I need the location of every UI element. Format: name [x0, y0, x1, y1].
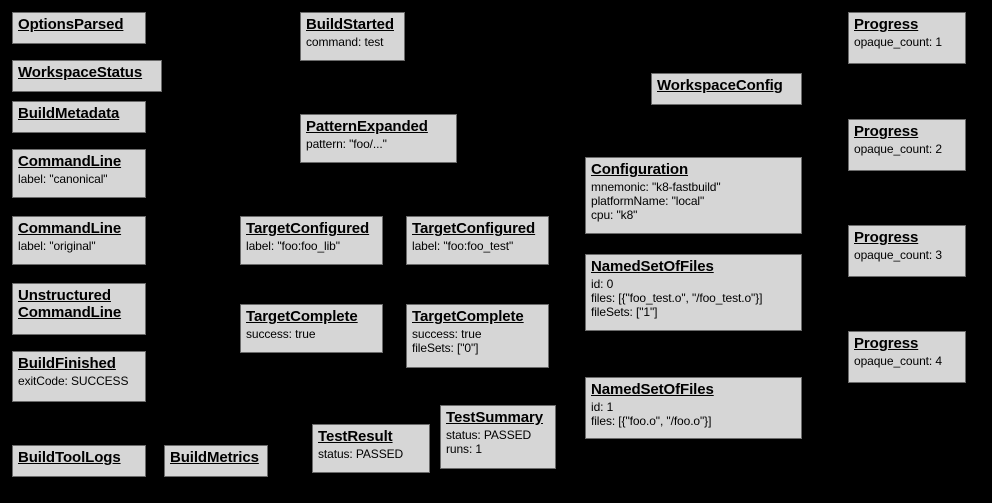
graph-node[interactable]: Progress opaque_count: 3: [848, 225, 966, 277]
node-attribute-line: opaque_count: 3: [854, 248, 942, 262]
node-title: TargetConfigured: [412, 220, 536, 237]
graph-node[interactable]: BuildStarted command: test: [300, 12, 405, 61]
node-attributes: label: "original": [18, 239, 140, 253]
graph-node[interactable]: WorkspaceConfig: [651, 73, 802, 105]
node-title: TestResult: [318, 428, 393, 445]
graph-node[interactable]: WorkspaceStatus: [12, 60, 162, 92]
node-attributes: opaque_count: 2: [854, 142, 960, 156]
graph-node[interactable]: Progress opaque_count: 1: [848, 12, 966, 64]
node-title: Configuration: [591, 161, 689, 178]
node-title: BuildMetrics: [170, 449, 259, 466]
node-title: Unstructured CommandLine: [18, 287, 122, 321]
node-attribute-line: fileSets: ["1"]: [591, 305, 658, 319]
node-attribute-line: mnemonic: "k8-fastbuild": [591, 180, 721, 194]
node-attribute-line: files: [{"foo_test.o", "/foo_test.o"}]: [591, 291, 763, 305]
node-attributes: label: "foo:foo_lib": [246, 239, 377, 253]
graph-node[interactable]: BuildMetrics: [164, 445, 268, 477]
graph-node[interactable]: TargetConfigured label: "foo:foo_lib": [240, 216, 383, 265]
node-title: TargetComplete: [246, 308, 358, 325]
node-attribute-line: status: PASSED: [446, 428, 532, 442]
node-title: NamedSetOfFiles: [591, 258, 714, 275]
node-attributes: pattern: "foo/...": [306, 137, 451, 151]
node-attribute-line: success: true: [412, 327, 482, 341]
node-attributes: label: "foo:foo_test": [412, 239, 543, 253]
node-title: BuildMetadata: [18, 105, 120, 122]
node-attributes: success: true: [246, 327, 377, 341]
node-title: BuildStarted: [306, 16, 394, 33]
graph-node[interactable]: TargetConfigured label: "foo:foo_test": [406, 216, 549, 265]
graph-node[interactable]: CommandLine label: "canonical": [12, 149, 146, 198]
node-title: TestSummary: [446, 409, 543, 426]
graph-node[interactable]: OptionsParsed: [12, 12, 146, 44]
node-title: CommandLine: [18, 220, 122, 237]
graph-node[interactable]: Progress opaque_count: 4: [848, 331, 966, 383]
node-attribute-line: id: 1: [591, 400, 614, 414]
node-title: CommandLine: [18, 153, 122, 170]
node-title: Progress: [854, 229, 919, 246]
node-title: Progress: [854, 16, 919, 33]
graph-node[interactable]: Configuration mnemonic: "k8-fastbuild"pla…: [585, 157, 802, 234]
graph-node[interactable]: CommandLine label: "original": [12, 216, 146, 265]
node-attribute-line: fileSets: ["0"]: [412, 341, 479, 355]
node-title: BuildToolLogs: [18, 449, 121, 466]
node-attribute-line: status: PASSED: [318, 447, 404, 461]
node-attribute-line: label: "canonical": [18, 172, 108, 186]
node-title: Progress: [854, 123, 919, 140]
node-attribute-line: platformName: "local": [591, 194, 705, 208]
node-attribute-line: cpu: "k8": [591, 208, 638, 222]
graph-node[interactable]: TestResult status: PASSED: [312, 424, 430, 473]
node-attribute-line: opaque_count: 4: [854, 354, 942, 368]
node-title: Progress: [854, 335, 919, 352]
node-attribute-line: label: "original": [18, 239, 96, 253]
node-title: TargetComplete: [412, 308, 524, 325]
graph-node[interactable]: Progress opaque_count: 2: [848, 119, 966, 171]
node-attribute-line: label: "foo:foo_lib": [246, 239, 340, 253]
node-attributes: opaque_count: 4: [854, 354, 960, 368]
node-attributes: command: test: [306, 35, 399, 49]
node-attributes: exitCode: SUCCESS: [18, 374, 140, 388]
node-attribute-line: opaque_count: 2: [854, 142, 942, 156]
node-attribute-line: pattern: "foo/...": [306, 137, 387, 151]
node-title: WorkspaceStatus: [18, 64, 143, 81]
node-attribute-line: exitCode: SUCCESS: [18, 374, 129, 388]
graph-node[interactable]: Unstructured CommandLine: [12, 283, 146, 335]
node-attribute-line: success: true: [246, 327, 316, 341]
graph-node[interactable]: BuildFinished exitCode: SUCCESS: [12, 351, 146, 402]
graph-node[interactable]: TargetComplete success: true: [240, 304, 383, 353]
node-title: PatternExpanded: [306, 118, 428, 135]
node-attributes: opaque_count: 3: [854, 248, 960, 262]
node-title: BuildFinished: [18, 355, 116, 372]
node-attributes: mnemonic: "k8-fastbuild"platformName: "l…: [591, 180, 796, 222]
node-attribute-line: files: [{"foo.o", "/foo.o"}]: [591, 414, 712, 428]
graph-node[interactable]: PatternExpanded pattern: "foo/...": [300, 114, 457, 163]
node-attributes: opaque_count: 1: [854, 35, 960, 49]
node-title: NamedSetOfFiles: [591, 381, 714, 398]
graph-node[interactable]: BuildMetadata: [12, 101, 146, 133]
node-title: TargetConfigured: [246, 220, 370, 237]
node-attribute-line: id: 0: [591, 277, 614, 291]
node-attribute-line: label: "foo:foo_test": [412, 239, 514, 253]
node-attributes: label: "canonical": [18, 172, 140, 186]
node-attributes: status: PASSED: [318, 447, 424, 461]
node-attribute-line: runs: 1: [446, 442, 482, 456]
graph-node[interactable]: BuildToolLogs: [12, 445, 146, 477]
node-attribute-line: opaque_count: 1: [854, 35, 942, 49]
node-title: OptionsParsed: [18, 16, 124, 33]
node-title: WorkspaceConfig: [657, 77, 783, 94]
node-attribute-line: command: test: [306, 35, 384, 49]
